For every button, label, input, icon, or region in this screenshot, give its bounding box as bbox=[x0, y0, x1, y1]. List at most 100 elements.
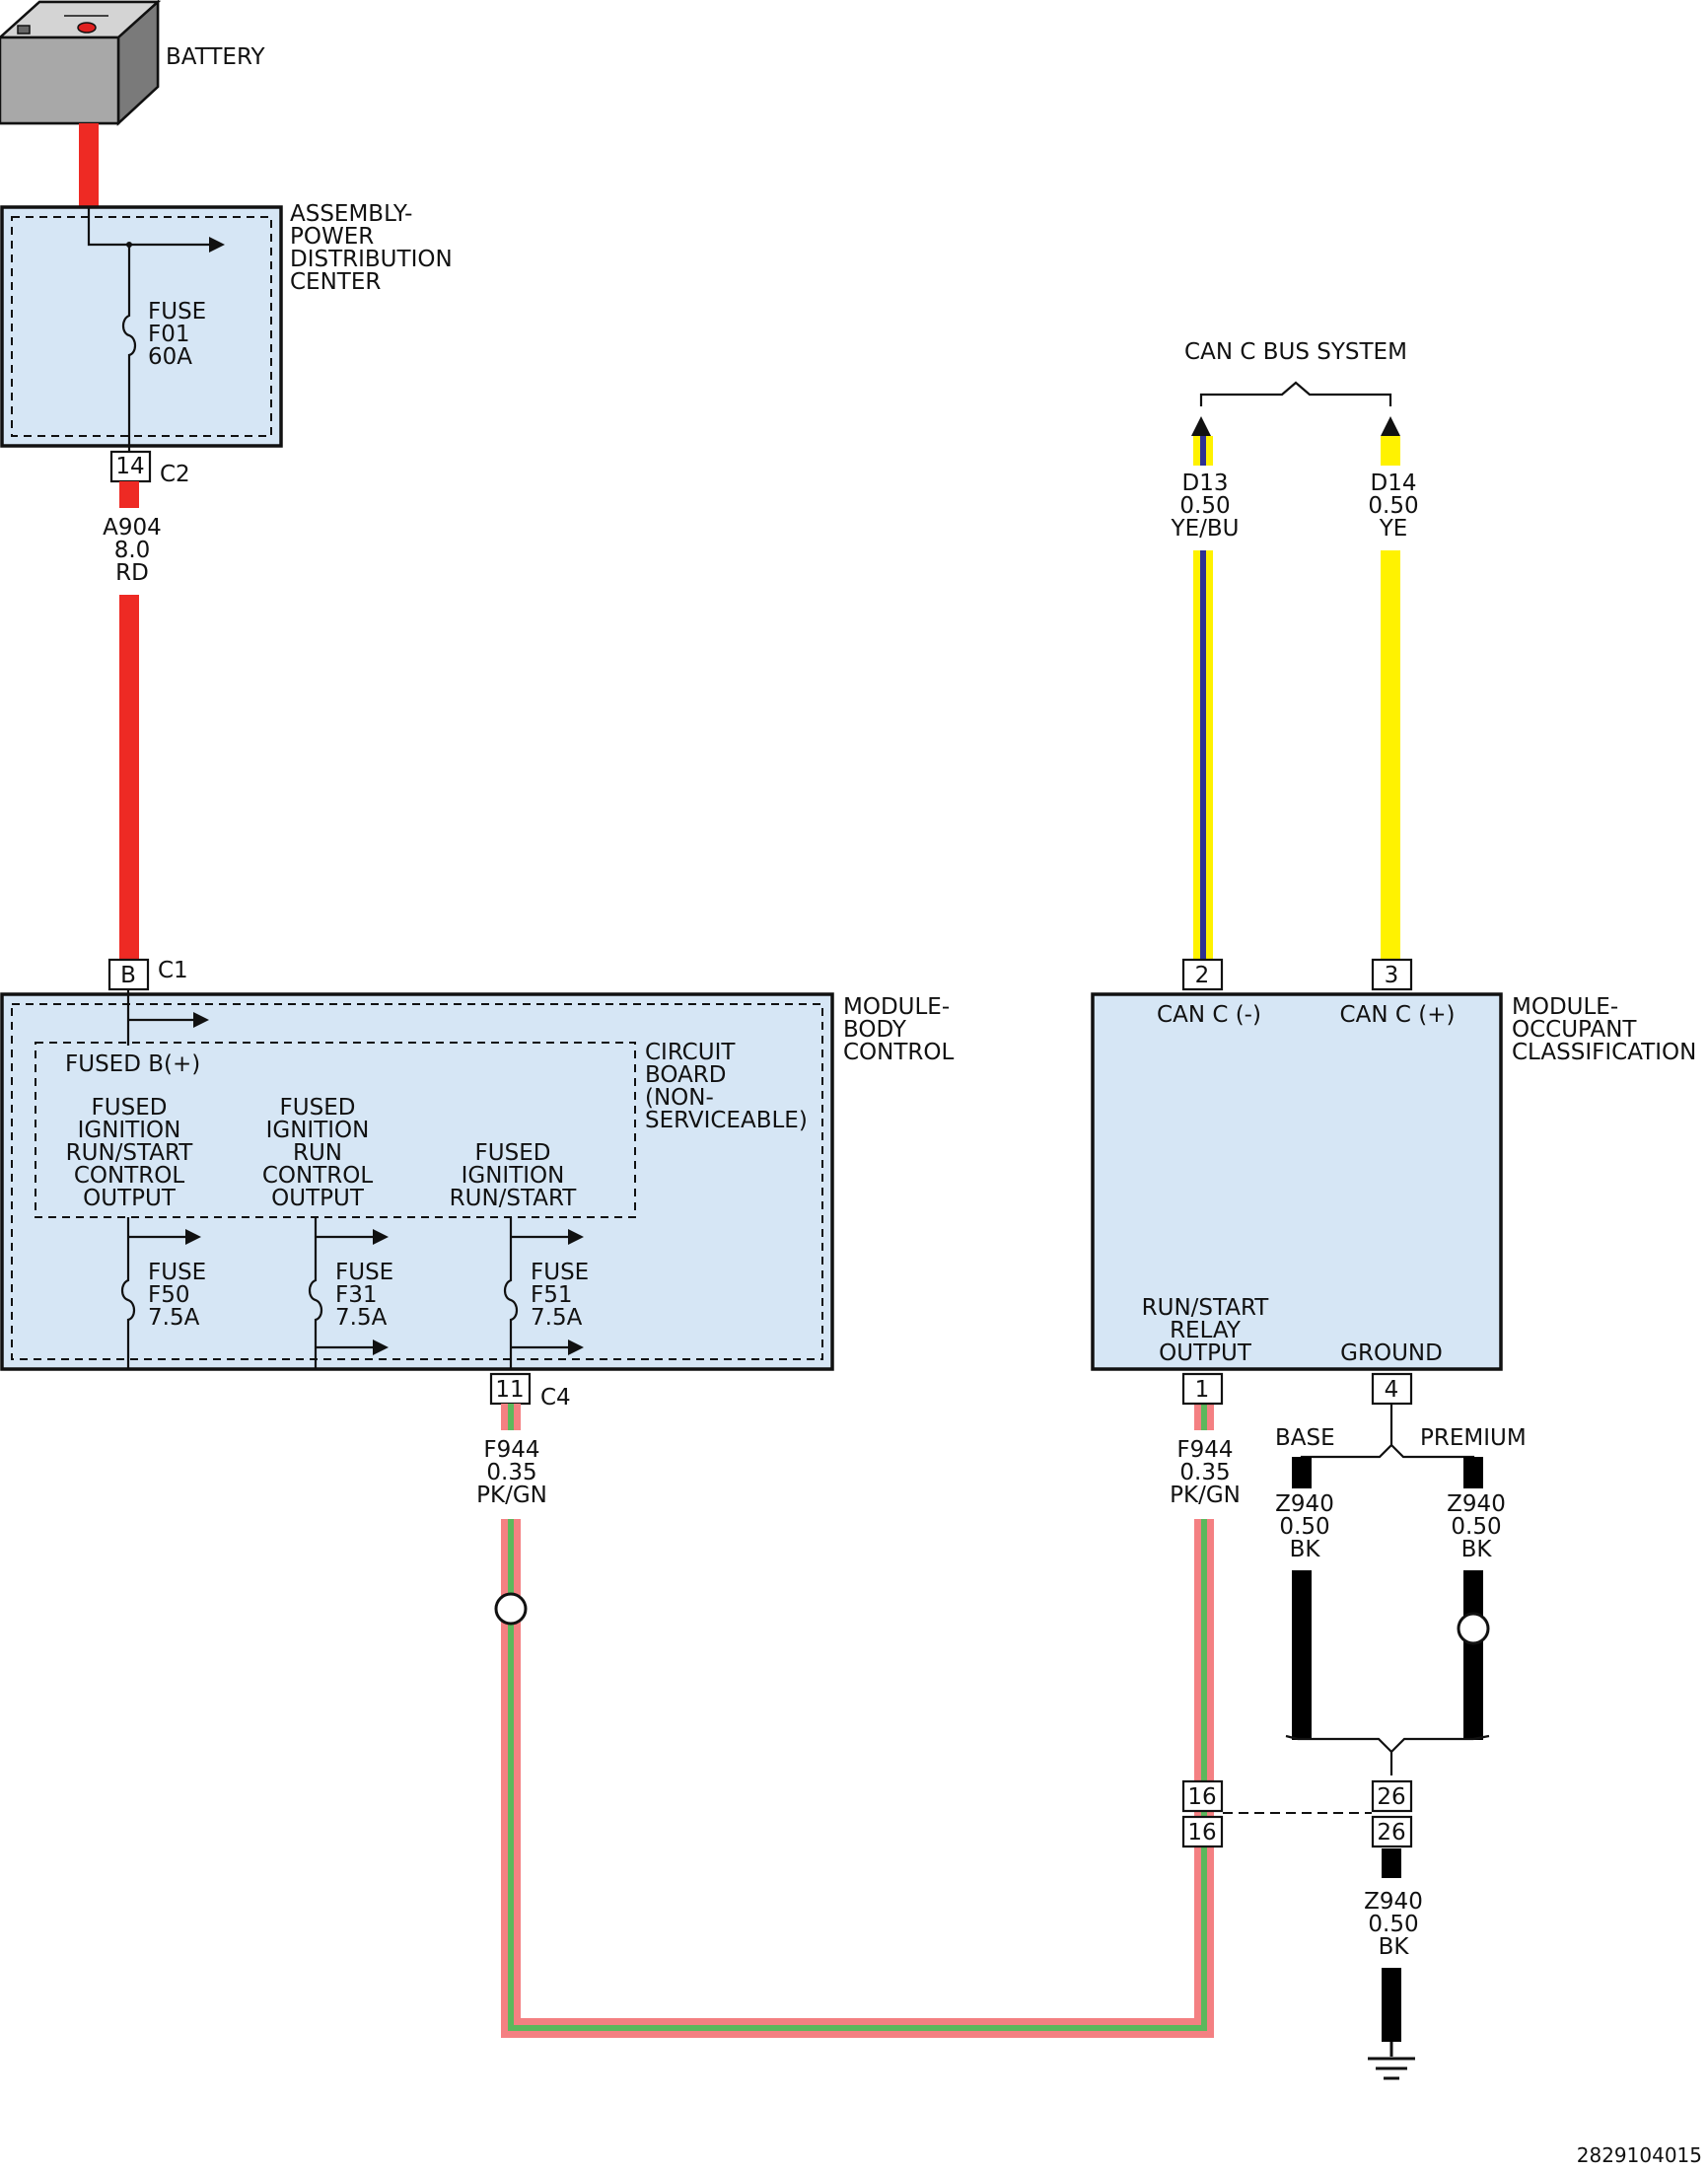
svg-text:BK: BK bbox=[1290, 1537, 1321, 1562]
inline-pin-16-lower bbox=[1181, 1815, 1224, 1848]
ocm-title: MODULE- OCCUPANT CLASSIFICATION bbox=[1512, 994, 1696, 1065]
svg-text:Z940: Z940 bbox=[1275, 1491, 1334, 1517]
wire-f944-left-label: F944 0.35 PK/GN bbox=[476, 1437, 547, 1508]
svg-text:0.50: 0.50 bbox=[1451, 1514, 1501, 1540]
can-bus-label: CAN C BUS SYSTEM bbox=[1184, 339, 1407, 365]
svg-text:CONTROL: CONTROL bbox=[262, 1163, 374, 1189]
bcm-connector-c4: C4 bbox=[540, 1385, 571, 1411]
svg-text:IGNITION: IGNITION bbox=[462, 1163, 565, 1189]
svg-text:RUN/START: RUN/START bbox=[66, 1140, 194, 1166]
svg-text:YE: YE bbox=[1379, 516, 1408, 542]
svg-text:FUSE: FUSE bbox=[148, 299, 206, 325]
svg-text:FUSE: FUSE bbox=[335, 1260, 393, 1285]
svg-text:IGNITION: IGNITION bbox=[266, 1118, 370, 1143]
fuse-f31-symbol bbox=[308, 1217, 389, 1369]
wire-z940-ground-upper bbox=[1382, 1848, 1401, 1878]
svg-text:BK: BK bbox=[1379, 1934, 1410, 1960]
ocm-pin-2-label: 2 bbox=[1195, 963, 1210, 988]
bcm-pin-11-label: 11 bbox=[495, 1377, 524, 1403]
svg-text:FUSE: FUSE bbox=[148, 1260, 206, 1285]
battery-cable bbox=[79, 123, 99, 207]
wire-a904-lower bbox=[119, 595, 139, 960]
svg-text:FUSE: FUSE bbox=[531, 1260, 589, 1285]
svg-text:IGNITION: IGNITION bbox=[78, 1118, 181, 1143]
svg-text:Z940: Z940 bbox=[1447, 1491, 1506, 1517]
wire-z940-premium-lower bbox=[1463, 1570, 1483, 1740]
ocm-pin-2 bbox=[1181, 958, 1224, 991]
svg-text:60A: 60A bbox=[148, 344, 192, 370]
pdc-connector-label: C2 bbox=[160, 462, 190, 487]
arrow-right-icon bbox=[209, 237, 225, 253]
svg-text:DISTRIBUTION: DISTRIBUTION bbox=[290, 247, 453, 272]
arrow-up-icon bbox=[1381, 416, 1400, 436]
bcm-title: MODULE- BODY CONTROL bbox=[843, 994, 955, 1065]
svg-text:YE/BU: YE/BU bbox=[1171, 516, 1240, 542]
svg-text:F944: F944 bbox=[483, 1437, 539, 1463]
inline-pin-16-upper bbox=[1181, 1779, 1224, 1813]
ground-label: GROUND bbox=[1340, 1340, 1443, 1366]
svg-text:FUSED: FUSED bbox=[92, 1095, 168, 1121]
svg-text:0.50: 0.50 bbox=[1279, 1514, 1329, 1540]
fused-bplus-label: FUSED B(+) bbox=[65, 1051, 200, 1077]
pdc-internal-bus bbox=[87, 207, 212, 247]
ocm-pin-3 bbox=[1371, 958, 1413, 991]
svg-text:D13: D13 bbox=[1182, 471, 1229, 496]
svg-text:OUTPUT: OUTPUT bbox=[271, 1186, 365, 1211]
svg-text:0.50: 0.50 bbox=[1179, 493, 1230, 519]
svg-text:0.50: 0.50 bbox=[1368, 493, 1418, 519]
fuse-f01-label: FUSE F01 60A bbox=[148, 299, 206, 370]
ocm-box bbox=[1091, 992, 1503, 1371]
wire-z940-base-label: Z940 0.50 BK bbox=[1275, 1491, 1334, 1562]
ocm-pin-1-label: 1 bbox=[1195, 1377, 1210, 1403]
run-start-relay-output-label: RUN/START RELAY OUTPUT bbox=[1142, 1295, 1270, 1366]
inline-pin-26-upper bbox=[1371, 1779, 1413, 1813]
base-variant-label: BASE bbox=[1275, 1425, 1335, 1451]
fuse-f50-label: FUSE F50 7.5A bbox=[148, 1260, 206, 1331]
arrow-up-icon bbox=[1191, 416, 1211, 436]
svg-text:CONTROL: CONTROL bbox=[843, 1040, 955, 1065]
svg-text:CONTROL: CONTROL bbox=[74, 1163, 185, 1189]
inline-pin-16-upper-label: 16 bbox=[1187, 1784, 1216, 1810]
can-bus-brace bbox=[1199, 381, 1392, 406]
inline-pin-26-lower bbox=[1371, 1815, 1413, 1848]
pdc-inner-border bbox=[11, 216, 272, 437]
svg-text:RUN: RUN bbox=[293, 1140, 342, 1166]
pdc-box bbox=[0, 205, 283, 448]
svg-text:MODULE-: MODULE- bbox=[1512, 994, 1618, 1020]
svg-text:D14: D14 bbox=[1371, 471, 1417, 496]
fuse-f51-symbol bbox=[503, 1217, 584, 1369]
svg-text:F51: F51 bbox=[531, 1282, 573, 1308]
ocm-pin-1 bbox=[1181, 1372, 1224, 1406]
svg-text:7.5A: 7.5A bbox=[531, 1305, 583, 1331]
output-1-label: FUSED IGNITION RUN/START CONTROL OUTPUT bbox=[66, 1095, 194, 1211]
svg-text:0.35: 0.35 bbox=[1179, 1460, 1230, 1485]
fuse-f51-label: FUSE F51 7.5A bbox=[531, 1260, 589, 1331]
bcm-connector-c1: C1 bbox=[158, 958, 188, 983]
pdc-pin-label: 14 bbox=[115, 454, 144, 479]
svg-text:F944: F944 bbox=[1176, 1437, 1233, 1463]
bcm-pin-b-label: B bbox=[120, 963, 136, 988]
svg-text:Z940: Z940 bbox=[1364, 1889, 1423, 1915]
fuse-f31-label: FUSE F31 7.5A bbox=[335, 1260, 393, 1331]
inline-pin-26-upper-label: 26 bbox=[1377, 1784, 1405, 1810]
svg-text:ASSEMBLY-: ASSEMBLY- bbox=[290, 201, 412, 227]
svg-text:0.50: 0.50 bbox=[1368, 1912, 1418, 1937]
svg-text:BK: BK bbox=[1461, 1537, 1493, 1562]
wire-d13-label: D13 0.50 YE/BU bbox=[1171, 471, 1240, 542]
wire-f944 bbox=[501, 1404, 1214, 2038]
ocm-pin-3-label: 3 bbox=[1385, 963, 1399, 988]
wire-z940-base-upper bbox=[1292, 1457, 1312, 1488]
svg-text:RD: RD bbox=[115, 560, 149, 586]
svg-text:SERVICEABLE): SERVICEABLE) bbox=[645, 1108, 808, 1133]
can-c-minus-label: CAN C (-) bbox=[1157, 1002, 1261, 1028]
inline-pin-16-lower-label: 16 bbox=[1187, 1820, 1216, 1846]
wire-z940-base-lower bbox=[1292, 1570, 1312, 1740]
svg-text:BOARD: BOARD bbox=[645, 1062, 727, 1088]
pdc-title: ASSEMBLY- POWER DISTRIBUTION CENTER bbox=[290, 201, 453, 295]
svg-text:POWER: POWER bbox=[290, 224, 374, 250]
svg-text:0.35: 0.35 bbox=[486, 1460, 536, 1485]
wire-a904-upper bbox=[119, 481, 139, 508]
output-2-label: FUSED IGNITION RUN CONTROL OUTPUT bbox=[262, 1095, 374, 1211]
bcm-box bbox=[0, 992, 834, 1371]
